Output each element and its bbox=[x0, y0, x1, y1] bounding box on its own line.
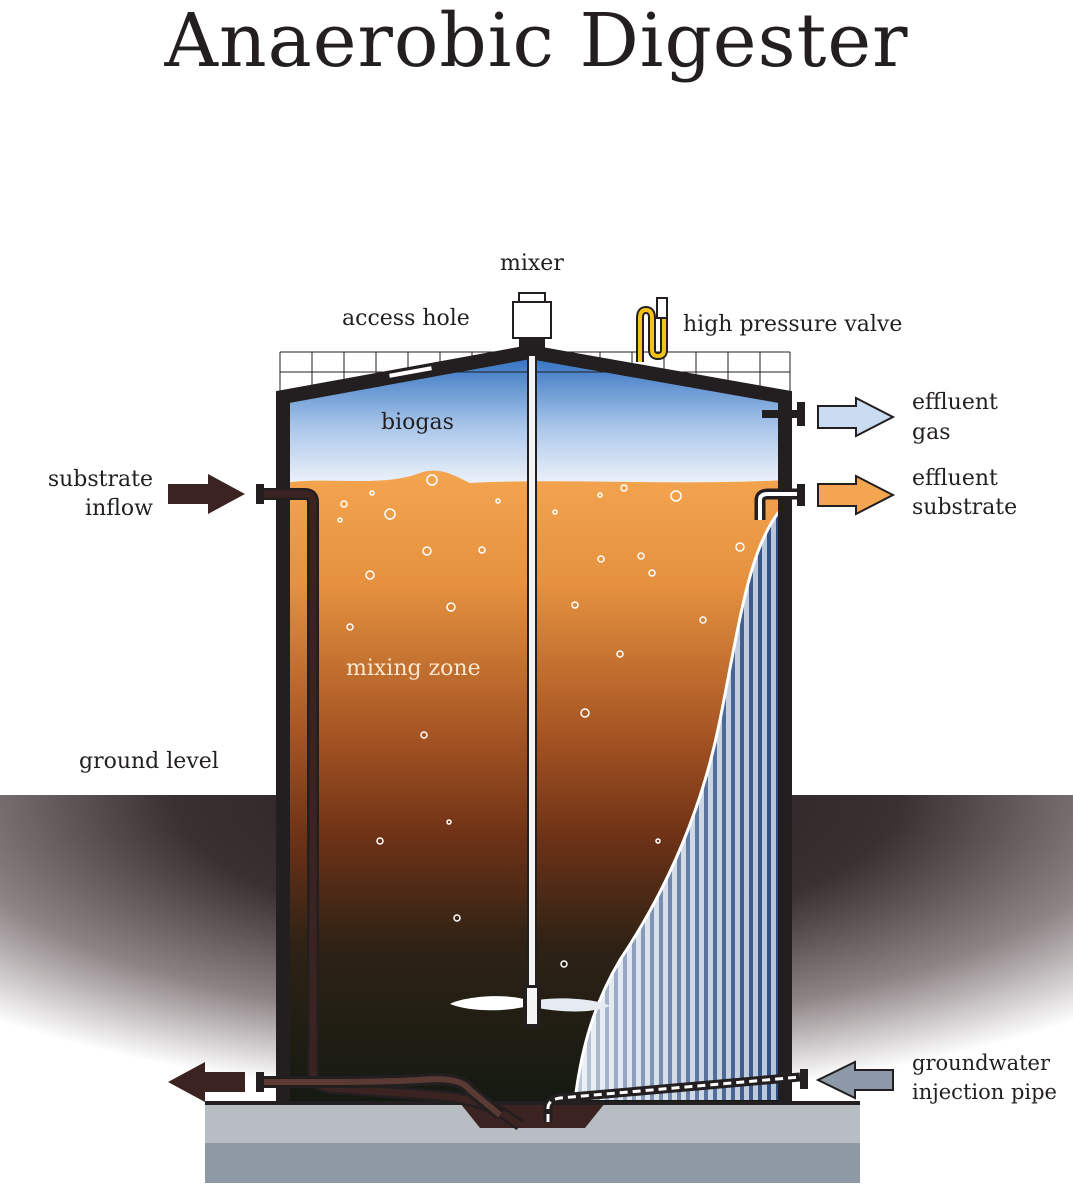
water-stripe bbox=[758, 505, 762, 1100]
bubble bbox=[369, 490, 375, 496]
bubble bbox=[365, 570, 375, 580]
bubble bbox=[655, 838, 661, 844]
label-effluent-substrate-line1: effluent bbox=[912, 466, 998, 491]
label-access-hole: access hole bbox=[342, 306, 470, 331]
bubble bbox=[580, 708, 590, 718]
mixer bbox=[450, 292, 610, 1027]
diagram-title: Anaerobic Digester bbox=[164, 0, 909, 84]
bubble bbox=[597, 492, 603, 498]
label-groundwater-injection-line1: groundwater bbox=[912, 1051, 1051, 1075]
bubble bbox=[648, 569, 656, 577]
bubble bbox=[735, 542, 745, 552]
bubble bbox=[420, 731, 428, 739]
label-biogas: biogas bbox=[381, 410, 454, 435]
bubble bbox=[453, 914, 461, 922]
groundwater-injection-arrow bbox=[815, 1060, 894, 1100]
label-effluent-gas-line2: gas bbox=[912, 420, 951, 445]
water-stripe bbox=[749, 505, 753, 1100]
bubble bbox=[670, 490, 682, 502]
bubble bbox=[376, 837, 384, 845]
high-pressure-valve bbox=[636, 297, 668, 362]
bubble bbox=[478, 546, 486, 554]
bubble bbox=[495, 498, 501, 504]
bubble bbox=[384, 508, 396, 520]
water-stripe bbox=[731, 505, 735, 1100]
groundwater-injection-pipe bbox=[543, 1069, 808, 1122]
bubble bbox=[446, 602, 456, 612]
label-high-pressure-valve: high pressure valve bbox=[683, 312, 903, 337]
bubble bbox=[337, 517, 343, 523]
bubble bbox=[597, 555, 605, 563]
label-mixer: mixer bbox=[500, 251, 564, 276]
bottom-outflow-arrow bbox=[168, 1062, 245, 1102]
substrate-inflow-arrow bbox=[168, 474, 245, 514]
effluent-gas-arrow bbox=[817, 396, 896, 438]
label-effluent-gas-line1: effluent bbox=[912, 390, 998, 415]
bubble bbox=[571, 601, 579, 609]
label-substrate-inflow-line2: inflow bbox=[85, 496, 153, 521]
label-groundwater-injection-line2: injection pipe bbox=[912, 1080, 1057, 1104]
gas-bubbles bbox=[337, 474, 745, 968]
water-stripe bbox=[713, 505, 717, 1100]
access-hole-lid bbox=[386, 363, 435, 381]
bubble bbox=[552, 509, 558, 515]
bubble bbox=[422, 546, 432, 556]
bubble bbox=[446, 819, 452, 825]
bubble bbox=[637, 552, 645, 560]
bubble bbox=[340, 500, 348, 508]
bubble bbox=[346, 623, 354, 631]
bubble bbox=[426, 474, 438, 486]
foundation-slab bbox=[205, 1103, 860, 1183]
effluent-substrate-pipe bbox=[754, 484, 805, 520]
bubble bbox=[560, 960, 568, 968]
bubble bbox=[699, 616, 707, 624]
label-effluent-substrate-line2: substrate bbox=[912, 495, 1018, 520]
bubble bbox=[616, 650, 624, 658]
label-mixing-zone: mixing zone bbox=[346, 656, 481, 681]
bottom-outflow-pipe bbox=[256, 1072, 504, 1120]
water-stripe bbox=[722, 505, 726, 1100]
effluent-gas-pipe bbox=[762, 402, 805, 426]
water-stripe bbox=[767, 505, 771, 1100]
bubble bbox=[620, 484, 628, 492]
effluent-substrate-arrow bbox=[817, 474, 896, 516]
water-stripe bbox=[704, 505, 708, 1100]
label-ground-level: ground level bbox=[79, 749, 219, 774]
water-stripe bbox=[740, 505, 744, 1100]
label-substrate-inflow-line1: substrate bbox=[47, 467, 153, 492]
